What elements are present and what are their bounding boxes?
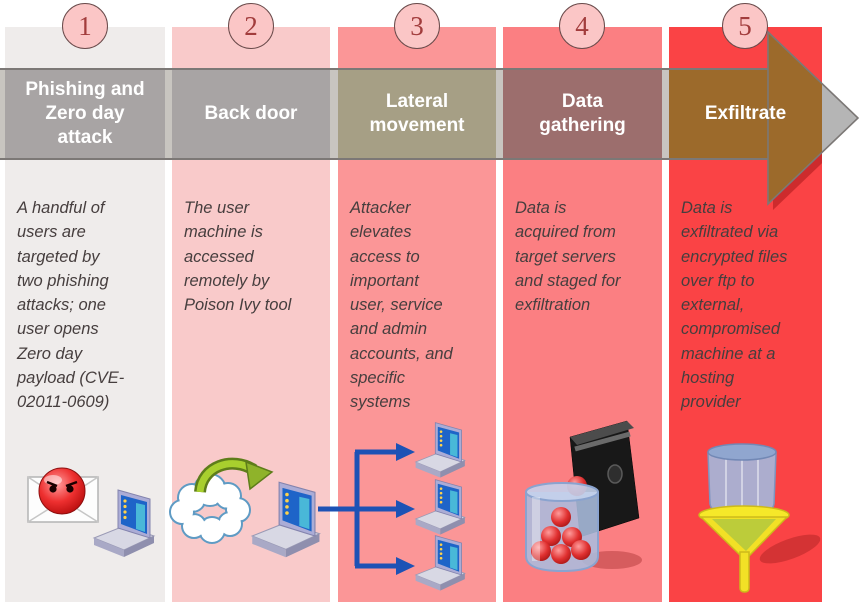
- branch-arrows-icon: [318, 443, 415, 575]
- arrow-band-segment-2: [172, 70, 330, 158]
- funnel-icon: [698, 443, 821, 593]
- laptop-icon: [251, 481, 321, 558]
- arrow-band-segment-5: [669, 70, 768, 158]
- malicious-email-icon: [27, 467, 99, 523]
- stage-number: 3: [410, 10, 424, 41]
- laptop-icon: [93, 489, 155, 558]
- stage-5-title: Exfiltrate: [704, 103, 787, 125]
- stage-4-badge: 4: [559, 3, 605, 49]
- stage-3-title: Lateral movement: [369, 91, 465, 136]
- stage-3-badge: 3: [394, 3, 440, 49]
- laptop-icon: [415, 535, 466, 591]
- laptop-icon: [415, 479, 466, 535]
- stage-5-badge: 5: [722, 3, 768, 49]
- stage-3-description: Attacker elevates access to important us…: [350, 199, 453, 411]
- arrow-head-brown: [768, 32, 822, 204]
- stage-number: 1: [78, 10, 92, 41]
- arrow-band-segment-3: [338, 70, 496, 158]
- stage-number: 2: [244, 10, 258, 41]
- arrow-band-segment-1: [5, 70, 165, 158]
- stage-4-description: Data is acquired from target servers and…: [515, 199, 621, 314]
- remote-access-arrow-icon: [194, 457, 274, 494]
- stage-1-badge: 1: [62, 3, 108, 49]
- stage-number: 4: [575, 10, 589, 41]
- process-arrow: [0, 30, 860, 210]
- stage-4-title: Data gathering: [539, 91, 626, 136]
- stage-1-title: Phishing and Zero day attack: [25, 79, 145, 148]
- arrow-band-segment-4: [503, 70, 662, 158]
- laptop-icon: [415, 422, 466, 478]
- angry-face-icon: [38, 467, 86, 515]
- stage-2-title: Back door: [204, 103, 298, 125]
- stage-2-badge: 2: [228, 3, 274, 49]
- stage-1-description: A handful of users are targeted by two p…: [17, 199, 125, 411]
- stage-2-description: The user machine is accessed remotely by…: [184, 199, 292, 314]
- arrow-head-border: [767, 30, 860, 206]
- cloud-icon: [169, 473, 251, 544]
- stage-5-description: Data is exfiltrated via encrypted files …: [681, 199, 788, 411]
- data-jar-icon: [525, 476, 599, 573]
- stage-number: 5: [738, 10, 752, 41]
